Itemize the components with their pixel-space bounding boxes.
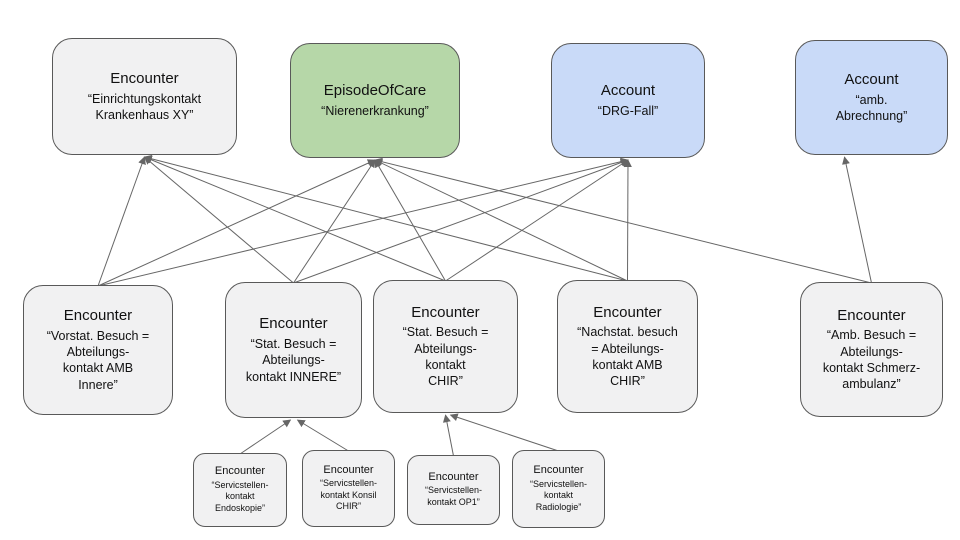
node-subtitle: “Nierenerkrankung” (321, 103, 429, 118)
arrow-b2-to-m2 (296, 419, 349, 452)
node-title: Account (600, 82, 656, 99)
node-subtitle: “Stat. Besuch = Abteilungs- kontakt INNE… (245, 337, 342, 384)
node-encounter-servicestelle-op1: Encounter “Servicstellen- kontakt OP1” (407, 455, 500, 525)
arrow-m1-to-t2 (97, 159, 376, 287)
node-title: Encounter (837, 306, 906, 324)
node-subtitle: “Einrichtungskontakt Krankenhaus XY” (87, 91, 202, 122)
node-title: Encounter (259, 315, 328, 333)
node-encounter-vorstat-besuch: Encounter “Vorstat. Besuch = Abteilungs-… (23, 285, 173, 415)
arrow-m1-to-t1 (97, 156, 146, 287)
node-title: EpisodeOfCare (323, 82, 427, 99)
node-encounter-amb-besuch-schmerzambulanz: Encounter “Amb. Besuch = Abteilungs- kon… (800, 282, 943, 417)
arrow-m4-to-t1 (143, 154, 628, 282)
arrow-b3-to-m3 (442, 414, 454, 457)
arrow-m3-to-t1 (143, 156, 446, 282)
arrow-m4-to-t2 (374, 159, 628, 282)
node-encounter-stat-besuch-innere: Encounter “Stat. Besuch = Abteilungs- ko… (225, 282, 362, 418)
arrow-b1-to-m2 (239, 419, 292, 455)
node-account-amb-abrechnung: Account “amb. Abrechnung” (795, 40, 948, 155)
node-encounter-einrichtungskontakt: Encounter “Einrichtungskontakt Krankenha… (52, 38, 237, 155)
arrow-m1-to-t3 (97, 157, 629, 287)
node-title: Encounter (110, 69, 179, 87)
arrow-b4-to-m3 (449, 413, 559, 452)
node-subtitle: “Amb. Besuch = Abteilungs- kontakt Schme… (822, 328, 921, 392)
relationship-arrows (97, 154, 872, 457)
node-subtitle: “Nachstat. besuch = Abteilungs- kontakt … (577, 325, 678, 389)
node-title: Encounter (323, 463, 374, 476)
node-encounter-servicestelle-endoskopie: Encounter “Servicstellen- kontakt Endosk… (193, 453, 287, 527)
arrow-m3-to-t3 (445, 159, 629, 282)
node-encounter-stat-besuch-chir: Encounter “Stat. Besuch = Abteilungs- ko… (373, 280, 518, 413)
node-encounter-nachstat-besuch: Encounter “Nachstat. besuch = Abteilungs… (557, 280, 698, 413)
node-title: Encounter (593, 303, 662, 321)
node-subtitle: “Servicstellen- kontakt Radiologie” (529, 478, 587, 512)
node-encounter-servicestelle-konsil-chir: Encounter “Servicstellen- kontakt Konsil… (302, 450, 395, 527)
node-episodeofcare-nierenerkrankung: EpisodeOfCare “Nierenerkrankung” (290, 43, 460, 158)
arrow-m2-to-t3 (293, 158, 629, 284)
node-subtitle: “DRG-Fall” (597, 103, 659, 118)
node-subtitle: “amb. Abrechnung” (835, 92, 908, 123)
node-title: Account (844, 70, 899, 88)
node-title: Encounter (411, 303, 480, 321)
node-subtitle: “Stat. Besuch = Abteilungs- kontakt CHIR… (402, 325, 489, 389)
node-encounter-servicestelle-radiologie: Encounter “Servicstellen- kontakt Radiol… (512, 450, 605, 528)
arrow-m5-to-t4 (842, 156, 872, 284)
arrow-m3-to-t2 (374, 159, 446, 282)
node-subtitle: “Servicstellen- kontakt Endoskopie” (211, 479, 269, 513)
node-title: Encounter (214, 465, 266, 478)
node-subtitle: “Servicstellen- kontakt Konsil CHIR” (319, 478, 377, 512)
node-account-drg-fall: Account “DRG-Fall” (551, 43, 705, 158)
node-subtitle: “Vorstat. Besuch = Abteilungs- kontakt A… (46, 328, 150, 392)
node-title: Encounter (428, 471, 479, 484)
node-title: Encounter (63, 307, 133, 325)
arrow-m2-to-t1 (143, 156, 294, 284)
arrow-m5-to-t2 (374, 157, 872, 284)
arrow-m2-to-t2 (293, 159, 376, 284)
node-subtitle: “Servicstellen- kontakt OP1” (424, 485, 482, 508)
node-title: Encounter (533, 464, 584, 477)
arrow-m4-to-t3 (623, 159, 632, 282)
